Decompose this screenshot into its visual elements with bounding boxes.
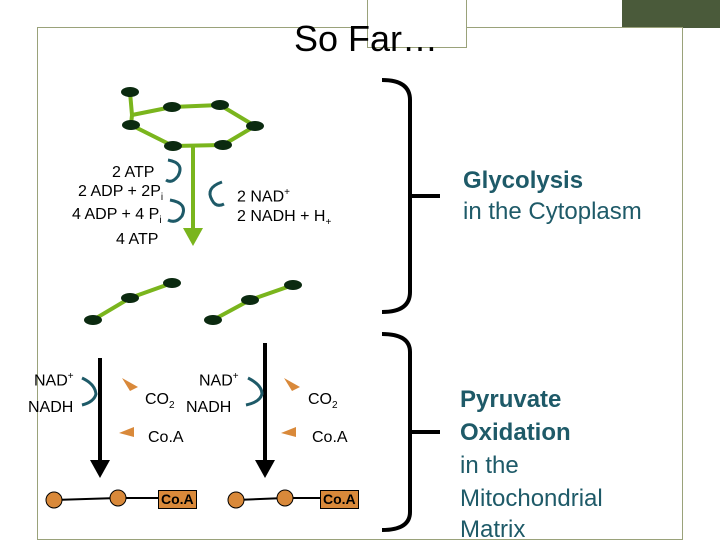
mitochondrial-label: Mitochondrial (460, 485, 603, 512)
slide-title: So Far… (294, 18, 439, 59)
title-tab (367, 0, 467, 48)
nad-mid-label: NAD+ (199, 371, 239, 390)
adp-label-2: 4 ADP + 4 Pi (72, 206, 162, 227)
glucose-atoms (121, 87, 264, 151)
co2-right-label: CO2 (308, 391, 338, 412)
pyruvate-bracket (381, 332, 440, 532)
coa-left-label: Co.A (148, 429, 184, 446)
coa-right-label: Co.A (312, 429, 348, 446)
nadh-left-label: NADH (28, 399, 74, 416)
acetyl-coa-left (45, 489, 160, 509)
pyruvate-molecule-left (84, 278, 181, 325)
glycolysis-label: Glycolysis (463, 167, 584, 194)
cytoplasm-label: in the Cytoplasm (463, 198, 642, 225)
pyruvate-arrow-right (255, 343, 275, 478)
coa-box-right: Co.A (320, 490, 359, 509)
oxidation-label: Oxidation (460, 419, 571, 446)
in-the-label: in the (460, 452, 519, 479)
nad-label: 2 NAD+ (237, 187, 290, 206)
coa-box-left: Co.A (158, 490, 197, 509)
acetyl-coa-right (227, 489, 324, 509)
co2-small-arrows (119, 378, 300, 437)
atp-out-label: 4 ATP (116, 231, 159, 248)
corner-decoration (622, 0, 720, 28)
atp-in-label: 2 ATP (112, 164, 155, 181)
nad-curved-arrow-left (81, 376, 98, 407)
atp-curved-arrows (165, 158, 225, 223)
glycolysis-arrow (183, 145, 203, 246)
glucose-molecule (128, 91, 257, 148)
nadh-label: 2 NADH + H+ (237, 208, 332, 229)
pyruvate-label: Pyruvate (460, 386, 562, 413)
matrix-label: Matrix (460, 516, 526, 543)
glycolysis-bracket (381, 78, 440, 314)
nadh-mid-label: NADH (186, 399, 232, 416)
pyruvate-arrow-left (90, 358, 110, 478)
nad-left-label: NAD+ (34, 371, 74, 390)
adp-label-1: 2 ADP + 2Pi (78, 183, 164, 204)
nad-curved-arrow-mid (245, 376, 264, 407)
pyruvate-molecule-right (204, 280, 302, 325)
co2-left-label: CO2 (145, 391, 175, 412)
